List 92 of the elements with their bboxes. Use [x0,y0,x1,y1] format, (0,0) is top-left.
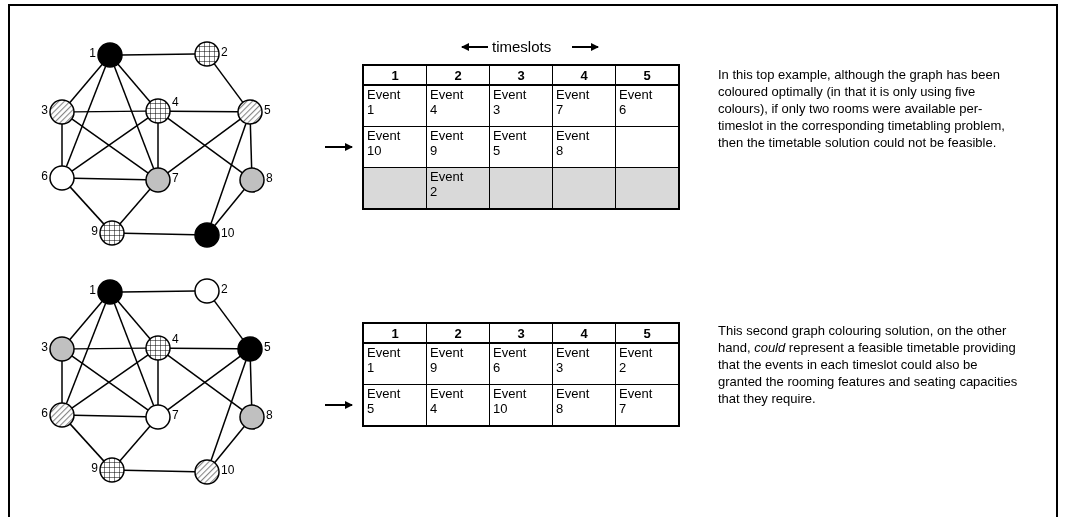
graph-edge [65,302,107,405]
vertex-number: 6 [41,406,48,420]
vertex-circle [194,459,220,485]
vertex-number: 1 [89,46,96,60]
vertex-circle [145,335,171,361]
vertex-circle [194,222,220,248]
vertex-circle [194,278,220,304]
vertex-circle [194,41,220,67]
vertex-number: 4 [172,332,179,346]
description-text: In this top example, although the graph has been coloured optimally (in that it is only using five colours), if only two rooms were available per-timeslot in the corresponding timetabling problem, then the timetable solution could not be feasible. [718,66,1006,151]
graph-edge [123,469,196,473]
graph-edge [65,65,107,168]
vertex-number: 9 [91,461,98,475]
graph-edge [113,65,155,170]
table-cell: Event 1 [363,343,427,385]
vertex-circle [239,167,265,193]
graph-edge [73,414,147,418]
vertex-number: 2 [221,45,228,59]
vertex-number: 9 [91,224,98,238]
vertex-number: 4 [172,95,179,109]
vertex-number: 7 [172,171,179,185]
table-cell: Event 9 [426,126,490,168]
vertex-circle [145,404,171,430]
graph-edge [249,123,253,169]
header-cell: 2 [426,65,490,85]
vertex-circle [99,220,125,246]
header-cell: 3 [489,65,553,85]
vertex-number: 5 [264,103,271,117]
header-cell: 2 [426,323,490,343]
description-text: This second graph colouring solution, on the other hand, could represent a feasible timetable providing that the events in each timeslot could also be granted the rooming features and seating capacities that they require. [718,322,1019,407]
graph-edge [213,425,246,464]
vertex-number: 3 [41,103,48,117]
vertex-circle [49,336,75,362]
graph-edge [69,423,105,462]
graph-edge [213,62,244,104]
vertex-number: 1 [89,283,96,297]
table-cell: Event 1 [363,85,427,127]
graph-edge [69,63,103,104]
graph-edge [157,122,159,169]
vertex-circle [97,279,123,305]
table-cell: Event 2 [426,167,490,209]
vertex-circle [145,98,171,124]
table-cell: Event 8 [552,126,616,168]
vertex-number: 5 [264,340,271,354]
table-cell: Event 6 [489,343,553,385]
graph-edge [69,300,103,341]
table-cell: Event 3 [552,343,616,385]
vertex-circle [237,336,263,362]
header-cell: 3 [489,323,553,343]
table-cell: Event 10 [363,126,427,168]
vertex-number: 8 [266,171,273,185]
vertex-circle [49,402,75,428]
graph-edge [69,186,105,225]
header-cell: 4 [552,65,616,85]
graph-edge [123,232,196,236]
graph-edge [61,360,63,404]
vertex-number: 2 [221,282,228,296]
graph-edge [61,123,63,167]
vertex-circle [49,165,75,191]
vertex-number: 10 [221,463,235,477]
vertex-circle [145,167,171,193]
header-cell: 1 [363,323,427,343]
graph-edge [249,360,253,406]
vertex-circle [97,42,123,68]
graph-edge [213,188,246,227]
vertex-circle [49,99,75,125]
vertex-number: 6 [41,169,48,183]
graph-edge [117,300,151,340]
table-cell: Event 3 [489,85,553,127]
vertex-number: 8 [266,408,273,422]
graph-edge [119,188,151,225]
graph-edge [119,425,151,462]
vertex-circle [237,99,263,125]
vertex-number: 7 [172,408,179,422]
graph-edge [113,302,155,407]
graph-edge [210,122,247,225]
table-cell: Event 5 [489,126,553,168]
header-cell: 1 [363,65,427,85]
vertex-circle [99,457,125,483]
graph-edge [157,359,159,406]
table-cell: Event 9 [426,343,490,385]
axis-label: timeslots [492,38,552,55]
graph-edge [213,299,244,341]
graph-edge [117,63,151,103]
vertex-circle [239,404,265,430]
table-cell: Event 4 [426,85,490,127]
graph-edge [73,177,147,181]
table-cell: Event 7 [552,85,616,127]
header-cell: 4 [552,323,616,343]
graph-edge [210,359,247,462]
vertex-number: 10 [221,226,235,240]
vertex-number: 3 [41,340,48,354]
